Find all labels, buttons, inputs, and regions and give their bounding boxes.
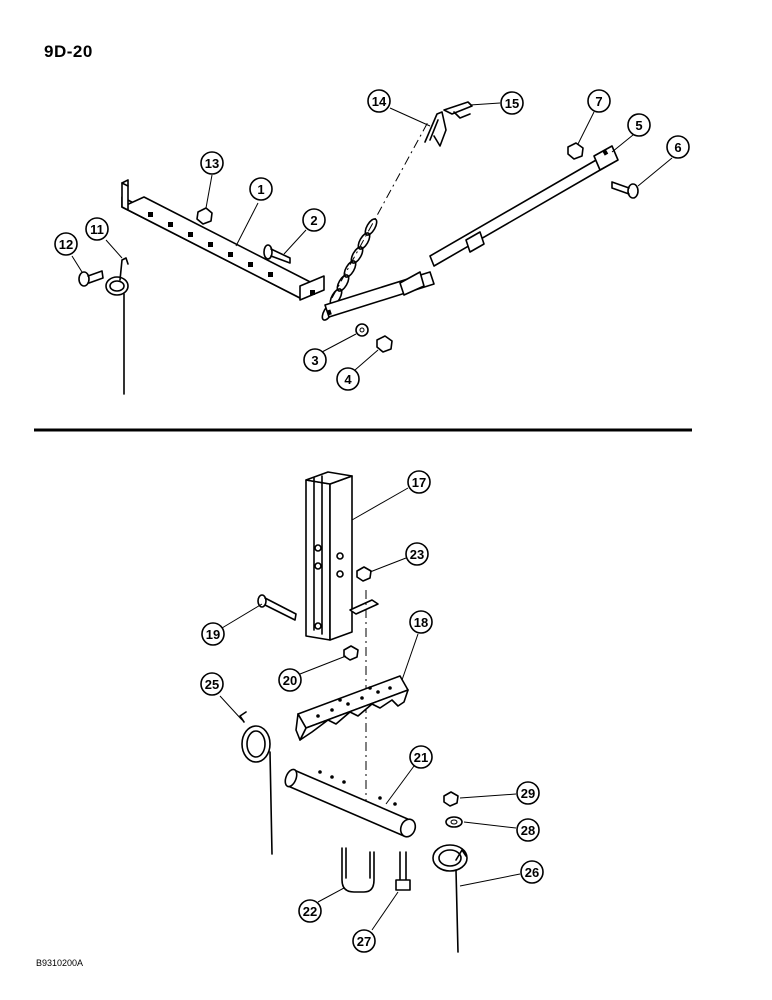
part-18-holder [295,675,409,741]
svg-text:26: 26 [525,865,539,880]
part-29-nut [443,791,459,807]
callout-14: 14 [367,89,431,127]
part-15-clip [443,101,473,119]
part-17-upright [305,471,379,641]
part-23-nut [356,566,372,582]
part-27-bolt [395,851,411,891]
part-3-washer [355,323,369,337]
callout-4: 4 [336,349,379,391]
svg-text:13: 13 [205,156,219,171]
bar-slots [148,212,315,295]
callout-6: 6 [637,135,690,187]
part-12-bolt [78,270,104,287]
svg-text:4: 4 [344,372,352,387]
part-28-washer [445,816,463,828]
callout-12: 12 [54,232,83,273]
svg-text:7: 7 [595,94,602,109]
part-26-spring [432,844,468,953]
part-20-nut [343,645,359,661]
callout-22: 22 [298,887,345,923]
callout-18: 18 [401,610,433,681]
svg-text:17: 17 [412,475,426,490]
part-21-tube [284,768,417,838]
svg-text:29: 29 [521,786,535,801]
callout-21: 21 [385,745,433,805]
svg-text:6: 6 [674,140,681,155]
callout-29: 29 [459,781,540,805]
part-5-rod [324,145,619,318]
part-13-nut [196,207,213,225]
callout-27: 27 [352,891,399,953]
svg-text:3: 3 [311,353,318,368]
part-22-u-bolt [341,847,375,893]
svg-text:12: 12 [59,237,73,252]
svg-text:21: 21 [414,750,428,765]
svg-text:5: 5 [635,118,642,133]
callout-11: 11 [85,217,123,259]
part-11-spring-tine [105,257,129,395]
callout-5: 5 [611,113,651,153]
svg-text:19: 19 [206,627,220,642]
callout-26: 26 [459,860,544,887]
part-6-bolt [611,181,639,199]
svg-text:20: 20 [283,673,297,688]
svg-text:14: 14 [372,94,387,109]
svg-text:15: 15 [505,96,519,111]
callout-28: 28 [463,818,540,842]
callout-19: 19 [201,603,263,646]
svg-text:23: 23 [410,547,424,562]
callout-1: 1 [235,177,273,247]
callout-25: 25 [200,672,243,721]
part-4-nut [376,335,393,353]
svg-text:11: 11 [90,222,104,237]
svg-text:18: 18 [414,615,428,630]
callout-13: 13 [200,151,224,209]
part-19-bolt [257,594,297,621]
svg-text:28: 28 [521,823,535,838]
svg-text:2: 2 [310,213,317,228]
part-2-bolt [263,244,291,264]
callout-20: 20 [278,655,347,692]
svg-text:27: 27 [357,934,371,949]
part-1-bracket-bar [121,179,325,301]
page-number: 9D-20 [44,42,93,61]
callout-7: 7 [577,89,611,145]
callout-17: 17 [351,470,431,521]
callout-23: 23 [369,542,429,573]
callout-2: 2 [283,208,326,255]
callout-3: 3 [303,333,357,372]
figure-reference: B9310200A [36,958,84,968]
svg-text:1: 1 [257,182,264,197]
svg-text:25: 25 [205,677,219,692]
svg-text:22: 22 [303,904,317,919]
callout-15: 15 [469,91,524,115]
part-7-nut [567,142,584,160]
part-25-spring [239,711,273,855]
